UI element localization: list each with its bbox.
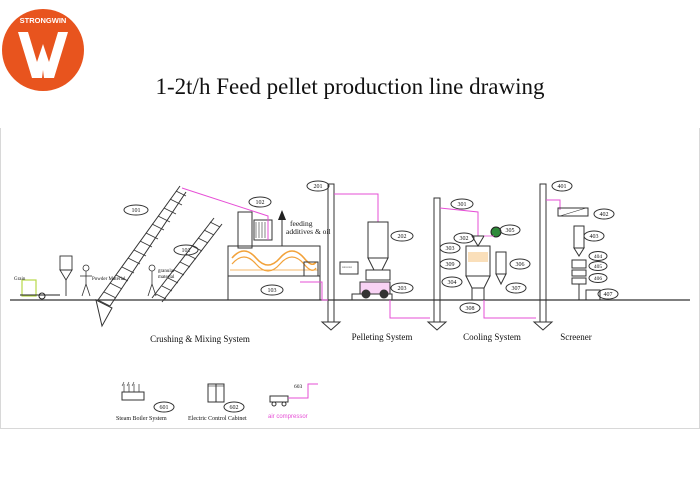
label-301: 301 bbox=[458, 202, 467, 208]
conveyor-101b bbox=[151, 217, 223, 303]
system-cooling: Cooling System bbox=[463, 332, 521, 342]
label-601: 601 bbox=[160, 405, 169, 411]
feeding-label-2: additives & oil bbox=[286, 227, 331, 236]
label-203: 203 bbox=[398, 286, 407, 292]
crusher-mixer-unit bbox=[227, 210, 321, 300]
grain-intake bbox=[20, 279, 60, 300]
callout-407 bbox=[597, 288, 619, 300]
electric-cabinet-icon bbox=[207, 383, 225, 403]
label-407: 407 bbox=[604, 292, 613, 298]
label-102: 102 bbox=[256, 200, 265, 206]
callout-309 bbox=[439, 258, 461, 270]
label-201: 201 bbox=[314, 184, 323, 190]
pipe-elevator-to-cooler bbox=[439, 207, 479, 236]
bucket-elevator-401 bbox=[532, 183, 554, 331]
callout-303 bbox=[439, 242, 461, 254]
callout-401 bbox=[551, 180, 573, 192]
grain-label: Grain bbox=[14, 277, 26, 282]
page-title: 1-2t/h Feed pellet production line drawi… bbox=[155, 74, 545, 99]
frame-bottom-line bbox=[0, 428, 700, 429]
label-305: 305 bbox=[506, 228, 515, 234]
callout-601 bbox=[153, 401, 175, 413]
callout-101b bbox=[173, 244, 199, 256]
pipe-pellet-to-elevator bbox=[389, 300, 430, 319]
feeding-label-1: feeding bbox=[290, 219, 313, 228]
pellet-panel-text: ▭▭▭ bbox=[342, 265, 353, 269]
conveyor-101a bbox=[95, 185, 187, 328]
strongwin-logo: STRONGWIN bbox=[2, 9, 84, 91]
label-308: 308 bbox=[466, 306, 475, 312]
label-309: 309 bbox=[446, 262, 455, 268]
label-304: 304 bbox=[448, 280, 457, 286]
screener-unit bbox=[557, 207, 601, 301]
callout-103 bbox=[260, 284, 284, 296]
label-401: 401 bbox=[558, 184, 567, 190]
callout-201 bbox=[306, 180, 330, 192]
system-screener: Screener bbox=[560, 332, 591, 342]
cooler-fan bbox=[490, 226, 502, 238]
label-302: 302 bbox=[460, 236, 469, 242]
granular-material-label-2: material bbox=[158, 275, 175, 280]
label-602: 602 bbox=[230, 405, 239, 411]
air-compressor-label: air compressor bbox=[268, 414, 308, 420]
frame-left-line bbox=[0, 128, 1, 428]
system-crushing-mixing: Crushing & Mixing System bbox=[150, 334, 250, 344]
label-101a: 101 bbox=[132, 208, 141, 214]
callout-406 bbox=[588, 273, 608, 283]
callout-102 bbox=[248, 196, 272, 208]
label-405: 405 bbox=[594, 264, 603, 270]
label-404: 404 bbox=[594, 254, 603, 260]
pipe-mixer-to-elevator bbox=[300, 281, 328, 301]
bucket-elevator-201 bbox=[320, 183, 342, 331]
label-406: 406 bbox=[594, 276, 603, 282]
label-101b: 101 bbox=[182, 248, 191, 254]
callout-404 bbox=[588, 251, 608, 261]
pipe-conveyor-to-mixer bbox=[181, 187, 269, 240]
label-403: 403 bbox=[590, 234, 599, 240]
callout-203 bbox=[390, 282, 414, 294]
steam-boiler-label: Steam Boiler System bbox=[116, 416, 167, 422]
callout-306 bbox=[509, 258, 531, 270]
pipe-elevator-to-screener bbox=[546, 199, 561, 210]
callout-602 bbox=[223, 401, 245, 413]
pipe-elevator-to-silo bbox=[334, 193, 379, 222]
granular-material-figure bbox=[147, 264, 157, 297]
label-202: 202 bbox=[398, 234, 407, 240]
granular-material-label-1: granular bbox=[158, 269, 175, 274]
label-303: 303 bbox=[446, 246, 455, 252]
cooler-unit bbox=[465, 235, 507, 300]
callout-305 bbox=[499, 224, 521, 236]
system-pelleting: Pelleting System bbox=[352, 332, 413, 342]
pipe-cooler-to-elevator bbox=[483, 300, 536, 319]
logo-brand-text: STRONGWIN bbox=[20, 16, 67, 25]
callout-307 bbox=[505, 282, 527, 294]
callout-304 bbox=[441, 276, 463, 288]
label-103: 103 bbox=[268, 288, 277, 294]
callout-202 bbox=[390, 230, 414, 242]
label-306: 306 bbox=[516, 262, 525, 268]
pellet-mill-unit bbox=[339, 221, 393, 301]
callout-101a bbox=[123, 204, 149, 216]
label-307: 307 bbox=[512, 286, 521, 292]
callout-302 bbox=[453, 232, 475, 244]
dust-collector bbox=[59, 255, 73, 296]
powder-material-figure bbox=[80, 264, 92, 297]
logo-w-mark bbox=[18, 32, 68, 78]
powder-material-label: Powder Material bbox=[92, 277, 126, 282]
callout-402 bbox=[593, 208, 615, 220]
bucket-elevator-301 bbox=[426, 197, 448, 331]
label-402: 402 bbox=[600, 212, 609, 218]
air-compressor-icon bbox=[269, 383, 318, 407]
callout-301 bbox=[450, 198, 474, 210]
callout-405 bbox=[588, 261, 608, 271]
steam-boiler-icon bbox=[121, 381, 145, 401]
callout-308 bbox=[459, 302, 481, 314]
electric-cabinet-label: Electric Control Cabinet bbox=[188, 416, 247, 422]
callout-403 bbox=[583, 230, 605, 242]
label-603: 603 bbox=[294, 384, 303, 390]
